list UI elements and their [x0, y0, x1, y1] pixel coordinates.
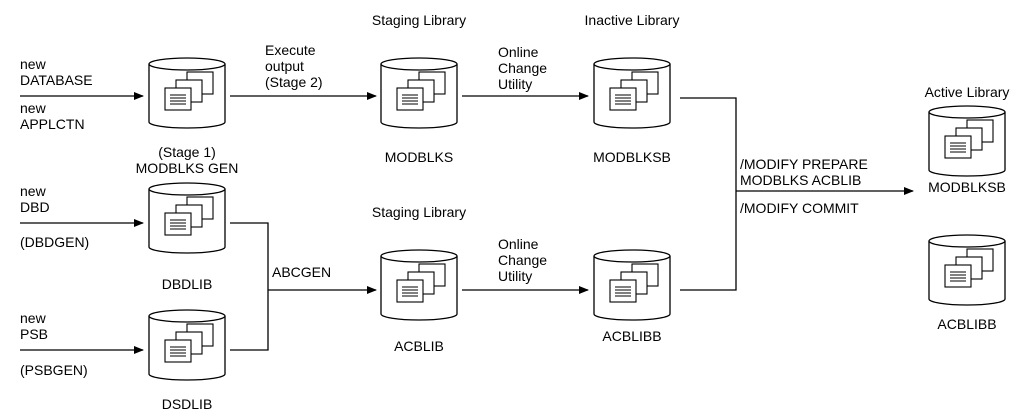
label-modify-commit: /MODIFY COMMIT	[740, 200, 859, 216]
cylinder-modblks	[380, 57, 458, 129]
label-dbdgen: (DBDGEN)	[20, 234, 90, 250]
label-modify-prepare: /MODIFY PREPARE MODBLKS ACBLIB	[740, 156, 868, 188]
label-execute-output: Execute output (Stage 2)	[265, 42, 323, 90]
cylinder-modblksb-inactive	[593, 57, 671, 129]
cylinder-acblibb-inactive	[593, 249, 671, 321]
bracket-inactive-libraries	[680, 97, 737, 291]
label-dsdlib: DSDLIB	[161, 396, 213, 412]
label-online-change-bottom: Online Change Utility	[498, 236, 548, 284]
label-new-psb: new PSB	[20, 310, 49, 342]
cylinder-modblks-gen	[148, 57, 226, 129]
header-staging-library-bottom: Staging Library	[371, 204, 467, 220]
cylinder-acblib	[380, 249, 458, 321]
label-psbgen: (PSBGEN)	[20, 362, 88, 378]
header-active-library: Active Library	[924, 84, 1010, 100]
label-new-database: new DATABASE	[20, 56, 93, 88]
label-new-applctn: new APPLCTN	[20, 100, 85, 132]
label-modblks-gen: (Stage 1) MODBLKS GEN	[135, 144, 239, 176]
cylinder-modblksb-active	[928, 105, 1006, 177]
label-acblibb-active: ACBLIBB	[937, 316, 997, 332]
label-dbdlib: DBDLIB	[161, 276, 213, 292]
cylinder-acblibb-active	[928, 234, 1006, 306]
header-staging-library-top: Staging Library	[371, 12, 467, 28]
label-modblksb-inactive: MODBLKSB	[593, 149, 671, 165]
label-modblksb-active: MODBLKSB	[928, 179, 1006, 195]
label-abcgen: ABCGEN	[272, 264, 332, 280]
label-modblks: MODBLKS	[384, 149, 454, 165]
bracket-dbdlib-dsdlib	[230, 222, 269, 351]
label-acblibb-inactive: ACBLIBB	[602, 328, 662, 344]
label-acblib: ACBLIB	[394, 338, 444, 354]
header-inactive-library: Inactive Library	[584, 12, 680, 28]
label-new-dbd: new DBD	[20, 183, 50, 215]
cylinder-dbdlib	[148, 182, 226, 254]
cylinder-dsdlib	[148, 309, 226, 381]
label-online-change-top: Online Change Utility	[498, 44, 548, 92]
